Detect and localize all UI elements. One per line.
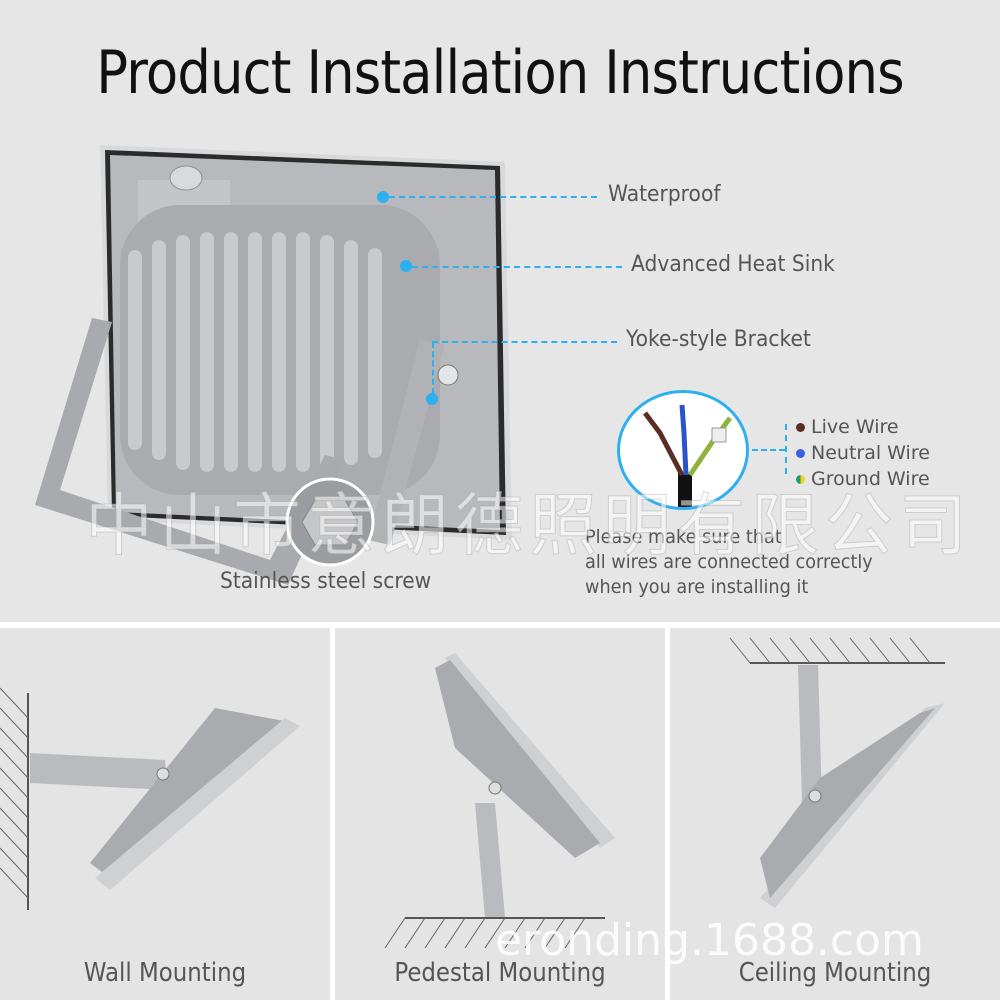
neutral-wire-dot-icon — [796, 449, 805, 458]
page-title: Product Installation Instructions — [96, 38, 904, 108]
screw-label: Stainless steel screw — [220, 569, 432, 594]
bracket-label: Yoke-style Bracket — [626, 327, 811, 352]
legend-live-wire: Live Wire — [796, 416, 899, 438]
company-watermark: 中山市意朗德照明有限公司 — [84, 487, 974, 567]
live-wire-dot-icon — [796, 423, 805, 432]
ceiling-mounting-panel — [670, 628, 1000, 1000]
wiring-note: Please make sure that all wires are conn… — [585, 526, 873, 598]
ceiling-mounting-label: Ceiling Mounting — [738, 958, 932, 988]
site-watermark: eronding.1688.com — [495, 915, 924, 966]
legend-neutral-wire: Neutral Wire — [796, 442, 930, 464]
bracket-leader-line — [432, 341, 617, 343]
bracket-marker-icon — [426, 393, 438, 405]
floodlight-back-image — [35, 145, 512, 585]
heat-sink-marker-icon — [400, 260, 412, 272]
heat-sink-label: Advanced Heat Sink — [631, 252, 835, 277]
ceiling-mounting-illustration — [729, 637, 945, 908]
wire-leader-line — [752, 449, 785, 451]
waterproof-label: Waterproof — [608, 182, 721, 207]
legend-ground-wire: Ground Wire — [796, 468, 930, 490]
heat-sink-leader-line — [412, 266, 622, 268]
wall-mounting-panel — [0, 628, 330, 1000]
pedestal-mounting-panel — [335, 628, 665, 1000]
pedestal-mounting-illustration — [384, 653, 615, 949]
panel-divider-1 — [330, 628, 335, 1000]
pedestal-mounting-label: Pedestal Mounting — [394, 958, 606, 988]
bracket-leader-vertical — [432, 342, 434, 394]
panel-divider-2 — [665, 628, 670, 1000]
wall-mounting-illustration — [0, 687, 300, 910]
waterproof-leader-line — [389, 196, 597, 198]
wall-mounting-label: Wall Mounting — [83, 958, 247, 988]
wire-leader-vertical — [785, 424, 787, 474]
ground-wire-dot-icon — [796, 475, 805, 484]
section-divider — [0, 622, 1000, 628]
wire-closeup-image — [617, 390, 749, 510]
waterproof-marker-icon — [377, 191, 389, 203]
